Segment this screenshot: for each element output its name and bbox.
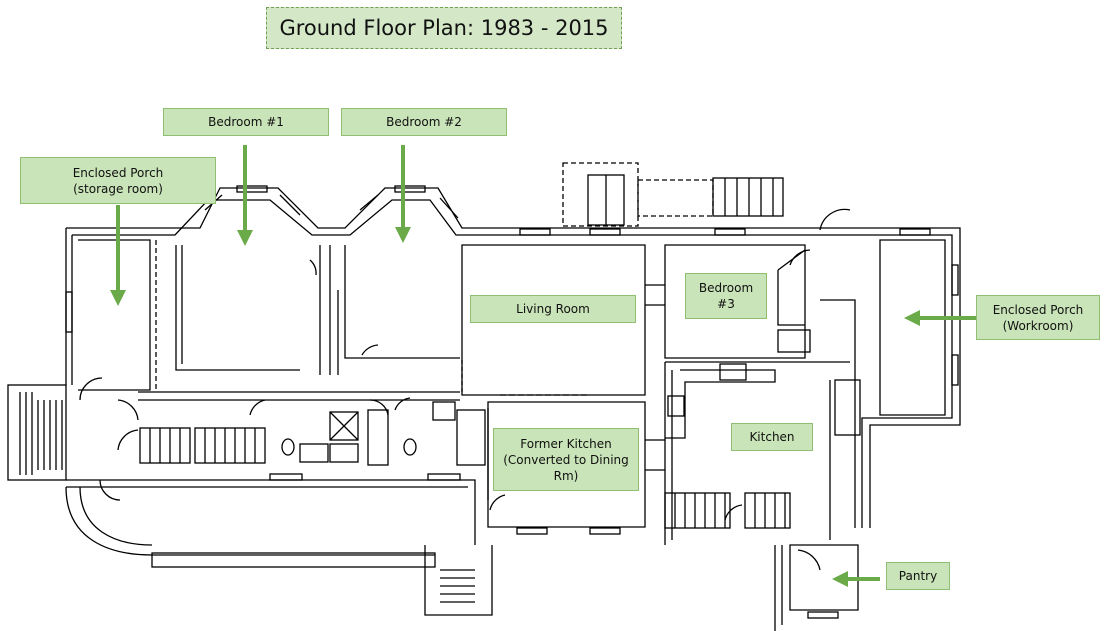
bedroom-1-walls — [175, 245, 331, 375]
label-living-room: Living Room — [470, 295, 636, 323]
curved-ramp — [65, 486, 493, 616]
label-bedroom-2: Bedroom #2 — [341, 108, 507, 136]
porch-storage-room — [65, 239, 157, 391]
entry-doors — [79, 208, 851, 521]
kitchen-walls — [664, 299, 861, 545]
bedroom-3-walls — [664, 228, 811, 359]
bay-windows — [204, 185, 459, 219]
former-kitchen-walls — [487, 401, 665, 535]
label-former-kitchen: Former Kitchen (Converted to Dining Rm) — [493, 428, 639, 491]
hall-and-bathrooms — [138, 391, 486, 481]
bedroom-2-walls — [337, 245, 460, 375]
outer-walls — [65, 187, 961, 545]
green-arrows — [110, 145, 976, 587]
living-room-walls — [461, 228, 665, 396]
kitchen-stairs — [664, 492, 791, 529]
label-bedroom-3: Bedroom #3 — [685, 273, 767, 319]
label-pantry: Pantry — [886, 562, 950, 590]
label-enclosed-porch-workroom: Enclosed Porch (Workroom) — [976, 295, 1100, 340]
label-enclosed-porch-storage: Enclosed Porch (storage room) — [20, 157, 216, 204]
label-kitchen: Kitchen — [731, 423, 813, 451]
pantry-walls — [774, 544, 859, 631]
page-title: Ground Floor Plan: 1983 - 2015 — [266, 7, 622, 49]
label-bedroom-1: Bedroom #1 — [163, 108, 329, 136]
back-stair — [562, 162, 784, 227]
left-exterior-stair — [7, 384, 67, 481]
porch-workroom-walls — [879, 228, 959, 416]
